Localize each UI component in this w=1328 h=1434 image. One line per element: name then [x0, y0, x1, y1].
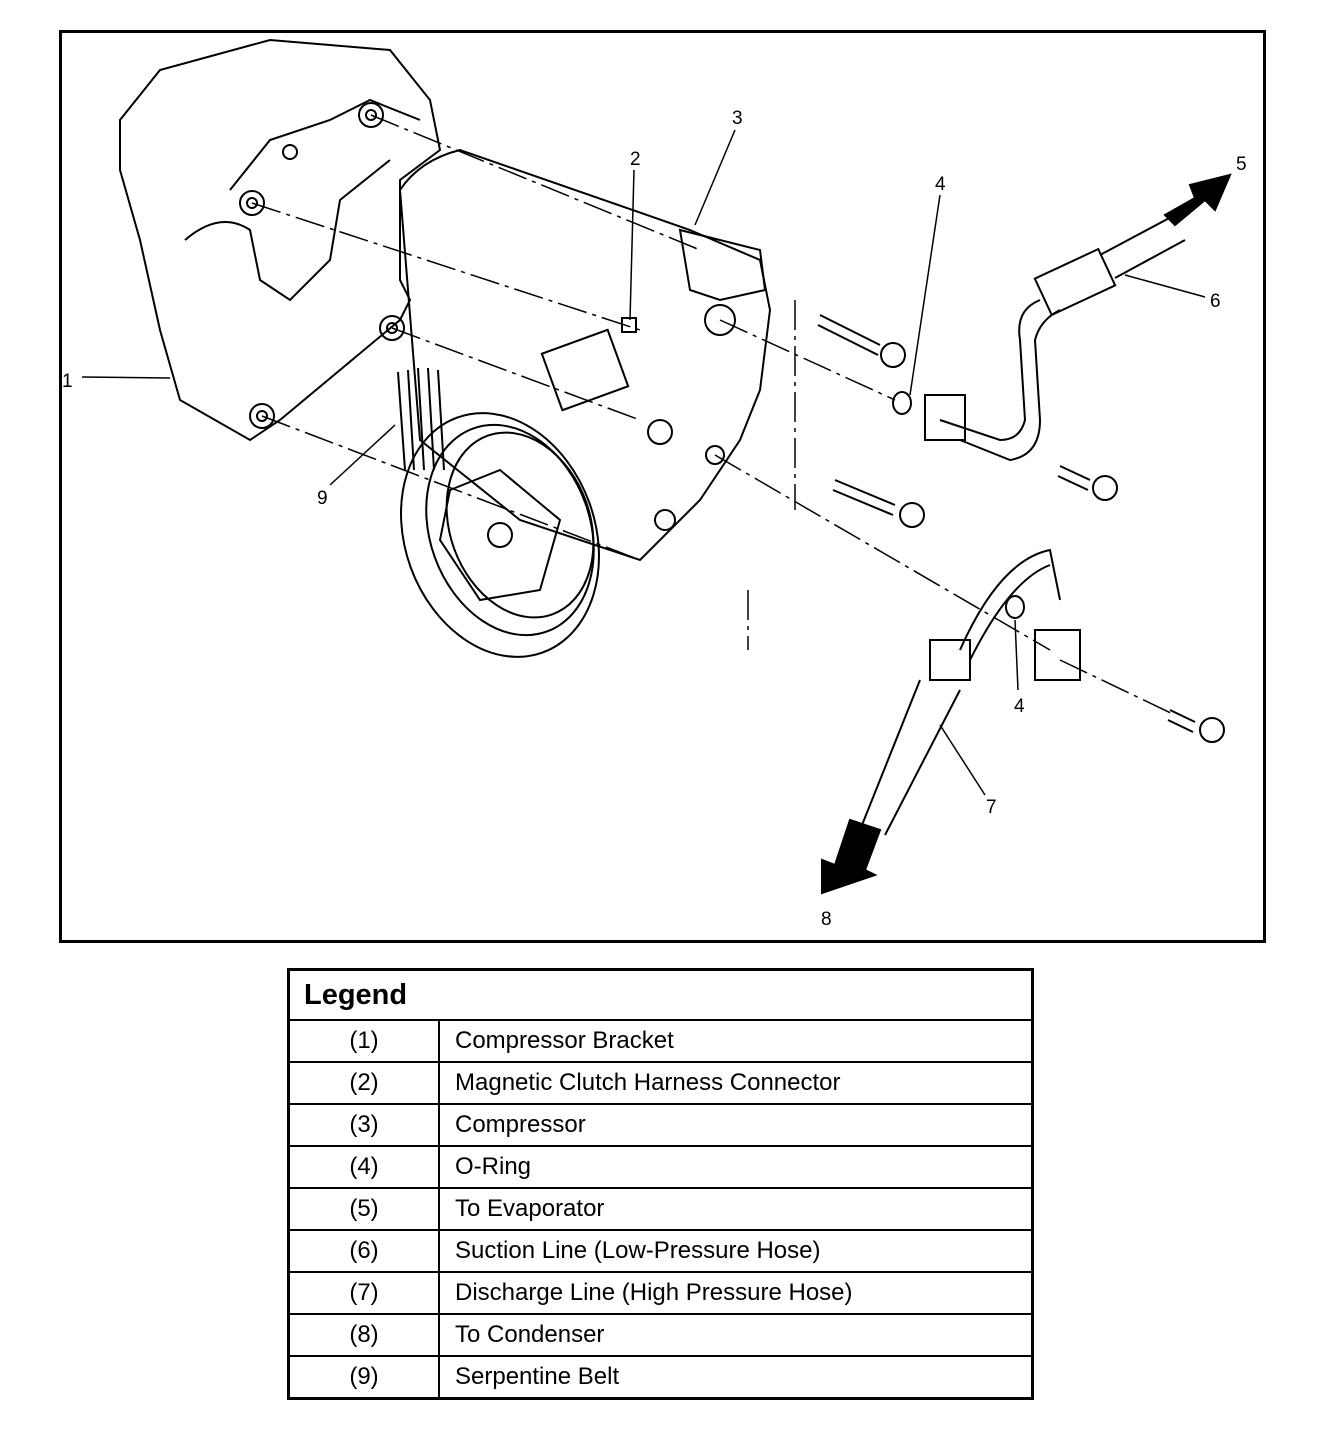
alignment-lines	[251, 114, 1176, 716]
legend-num: (4)	[287, 1145, 440, 1189]
callout-3: 3	[732, 108, 743, 129]
bolts	[817, 314, 1225, 743]
legend-desc: Compressor	[438, 1103, 1034, 1147]
legend-desc: Discharge Line (High Pressure Hose)	[438, 1271, 1034, 1315]
callout-7: 7	[986, 797, 997, 818]
legend-num: (1)	[287, 1019, 440, 1063]
leader-lines	[81, 129, 1206, 796]
legend-row: (8)To Condenser	[287, 1313, 1034, 1357]
o-ring	[892, 391, 912, 415]
legend-desc: To Condenser	[438, 1313, 1034, 1357]
legend-row: (6)Suction Line (Low-Pressure Hose)	[287, 1229, 1034, 1273]
legend-row: (2)Magnetic Clutch Harness Connector	[287, 1061, 1034, 1105]
legend-row: (1)Compressor Bracket	[287, 1019, 1034, 1063]
legend-table: Legend (1)Compressor Bracket (2)Magnetic…	[287, 968, 1034, 1400]
legend-num: (9)	[287, 1355, 440, 1400]
diagram-frame	[59, 30, 1266, 943]
callout-4: 4	[935, 174, 946, 195]
legend-row: (9)Serpentine Belt	[287, 1355, 1034, 1400]
legend-desc: To Evaporator	[438, 1187, 1034, 1231]
legend-desc: Serpentine Belt	[438, 1355, 1034, 1400]
legend-desc: Magnetic Clutch Harness Connector	[438, 1061, 1034, 1105]
compressor-bracket	[119, 38, 442, 442]
legend-row: (3)Compressor	[287, 1103, 1034, 1147]
discharge-line	[821, 548, 1081, 895]
legend-num: (3)	[287, 1103, 440, 1147]
suction-line	[924, 173, 1232, 462]
legend-desc: O-Ring	[438, 1145, 1034, 1189]
legend-row: (5)To Evaporator	[287, 1187, 1034, 1231]
serpentine-belt	[397, 367, 445, 471]
legend-num: (5)	[287, 1187, 440, 1231]
callout-9: 9	[317, 488, 328, 509]
callout-4b: 4	[1014, 696, 1025, 717]
legend-row: (7)Discharge Line (High Pressure Hose)	[287, 1271, 1034, 1315]
callout-1: 1	[62, 371, 73, 392]
legend-num: (8)	[287, 1313, 440, 1357]
legend-title: Legend	[287, 968, 1034, 1021]
callout-6: 6	[1210, 291, 1221, 312]
legend-num: (6)	[287, 1229, 440, 1273]
callout-5: 5	[1236, 154, 1247, 175]
compressor-exploded-diagram: 1 2 3 4 5 6 4 7 8 9	[62, 38, 1247, 930]
compressor	[398, 148, 772, 562]
legend-desc: Compressor Bracket	[438, 1019, 1034, 1063]
callouts: 1 2 3 4 5 6 4 7 8 9	[62, 108, 1247, 930]
pulley	[400, 412, 600, 658]
legend-num: (7)	[287, 1271, 440, 1315]
legend-desc: Suction Line (Low-Pressure Hose)	[438, 1229, 1034, 1273]
callout-8: 8	[821, 909, 832, 930]
callout-2: 2	[630, 149, 641, 170]
o-ring	[1005, 595, 1025, 619]
legend-row: (4)O-Ring	[287, 1145, 1034, 1189]
legend-num: (2)	[287, 1061, 440, 1105]
